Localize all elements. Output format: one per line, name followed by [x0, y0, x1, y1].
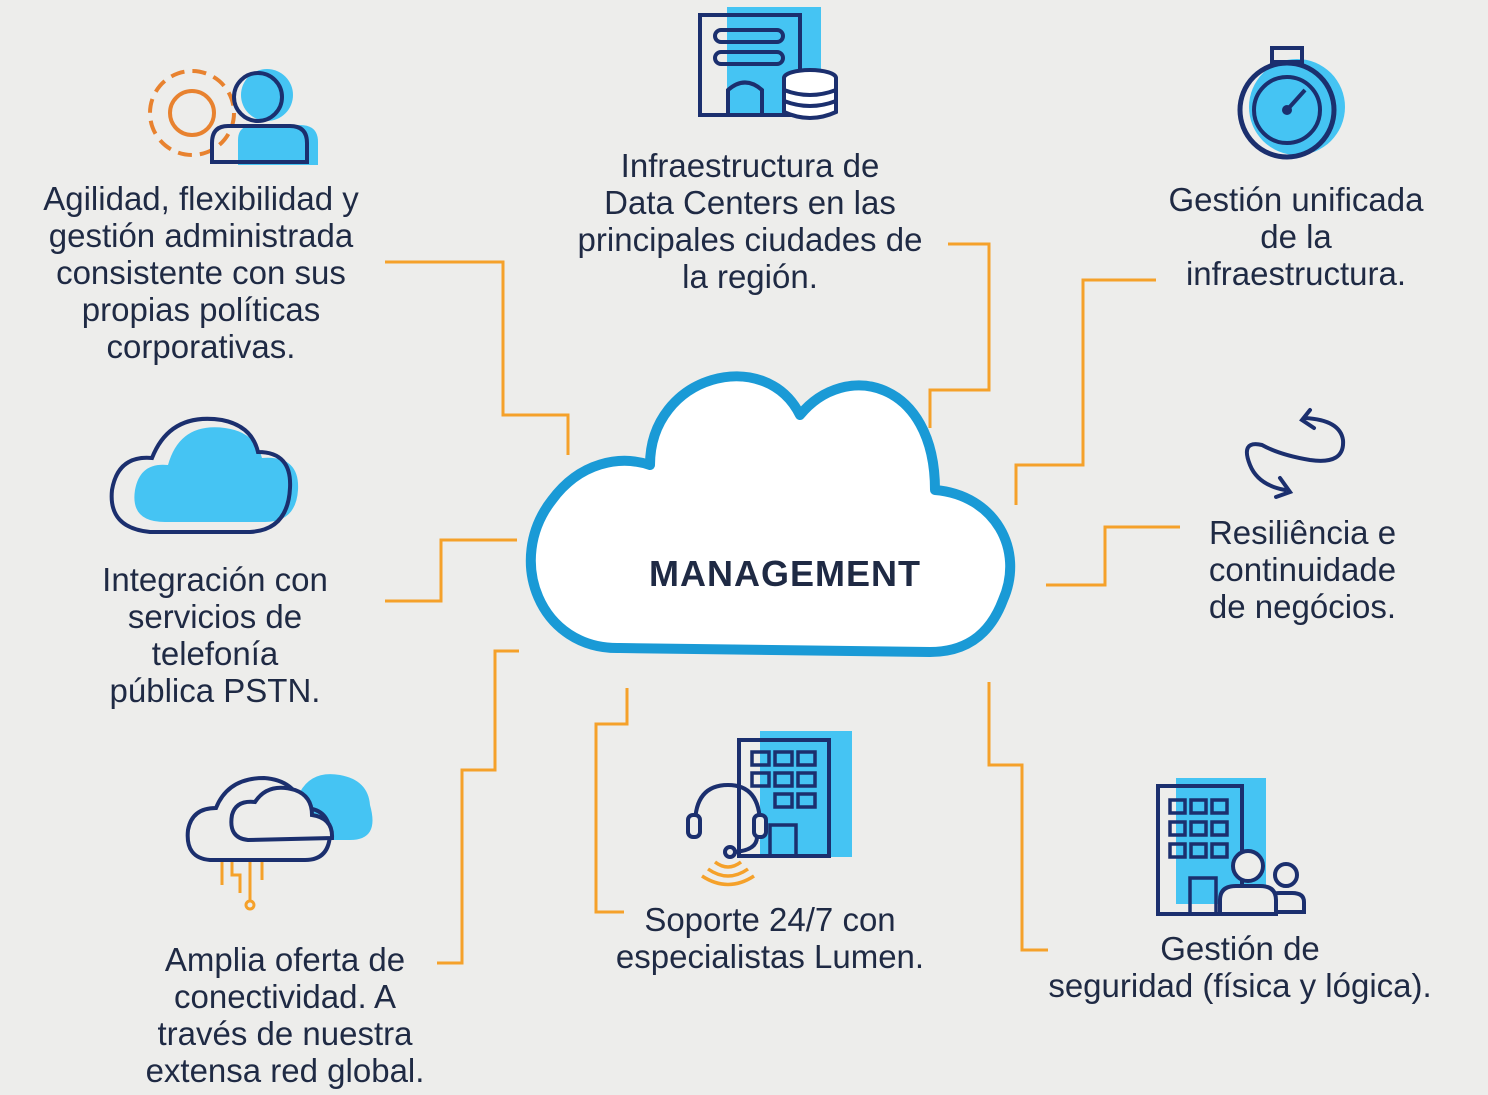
support-headset-building-icon	[686, 731, 852, 887]
connector-connectivity	[437, 649, 519, 965]
connector-support	[594, 688, 629, 914]
connector-resilience	[1046, 525, 1180, 587]
clouds-network-icon	[185, 774, 373, 911]
label-support: Soporte 24/7 con especialistas Lumen.	[615, 901, 925, 975]
label-datacenters: Infraestructura de Data Centers en las p…	[577, 147, 923, 295]
building-security-icon	[1156, 778, 1306, 916]
label-resilience: Resiliência e continuidade de negócios.	[1208, 514, 1397, 625]
data-center-icon	[698, 7, 838, 120]
label-unified: Gestión unificada de la infraestructura.	[1168, 181, 1424, 292]
connectors	[385, 242, 1180, 965]
label-agility: Agilidad, flexibilidad y gestión adminis…	[43, 180, 359, 365]
loop-arrow-icon	[1245, 408, 1346, 499]
management-cloud	[525, 371, 1016, 657]
connector-telephony	[385, 538, 517, 603]
gear-person-icon	[148, 69, 318, 165]
label-telephony: Integración con servicios de telefonía p…	[102, 561, 328, 709]
label-security: Gestión de seguridad (física y lógica).	[1048, 930, 1432, 1004]
stopwatch-icon	[1237, 46, 1345, 160]
center-title: MANAGEMENT	[649, 553, 921, 594]
connector-security	[987, 682, 1048, 952]
label-connectivity: Amplia oferta de conectividad. A través …	[145, 941, 425, 1089]
connector-datacenters	[928, 242, 991, 428]
connector-unified	[1014, 278, 1156, 505]
connector-agility	[385, 260, 570, 455]
cloud-icon	[109, 416, 299, 534]
